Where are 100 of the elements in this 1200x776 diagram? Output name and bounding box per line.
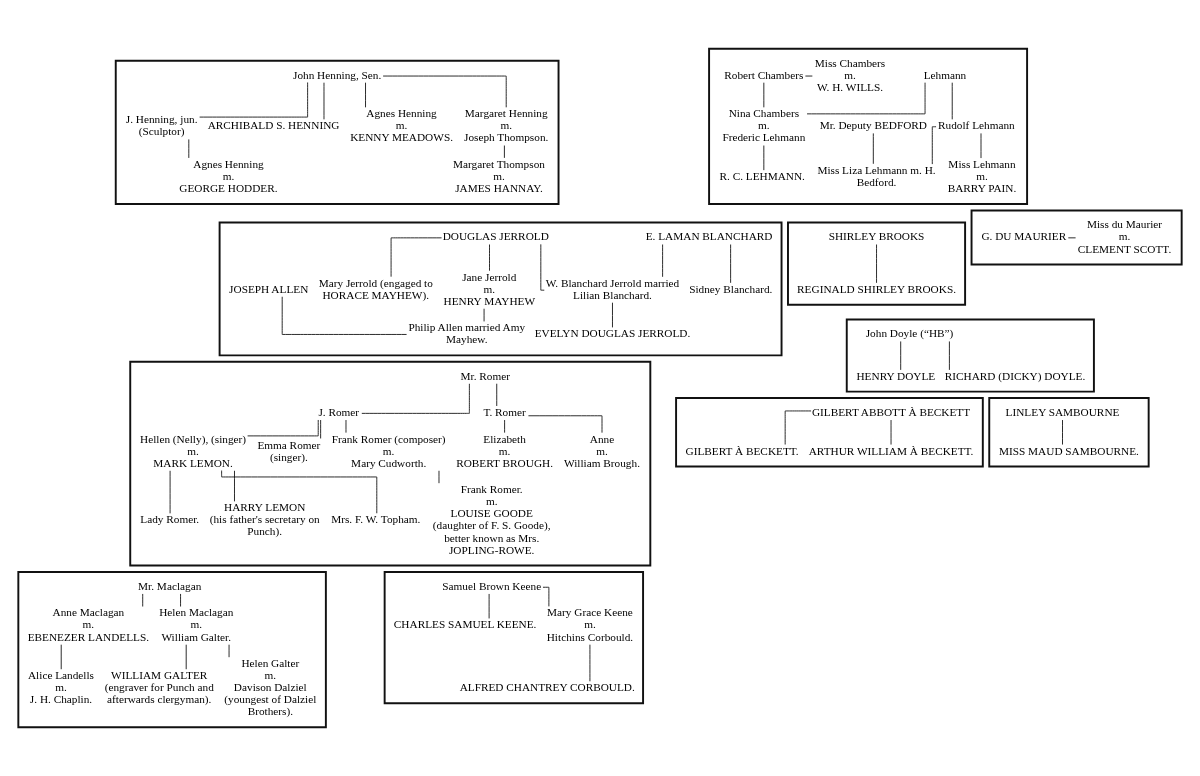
node-text: HARRY LEMON (his father's secretary on Punch).	[209, 501, 320, 538]
node-text: ALFRED CHANTREY CORBOULD.	[459, 681, 635, 694]
connector	[503, 145, 505, 159]
connector	[180, 593, 181, 607]
connector	[730, 244, 732, 284]
node-text: Hellen (Nelly), (singer) m. MARK LEMON.	[140, 432, 247, 469]
node-text: REGINALD SHIRLEY BROOKS.	[797, 282, 956, 295]
node-text: ARTHUR WILLIAM À BECKETT.	[808, 444, 974, 457]
node-text: J. Henning, jun. (Sculptor)	[125, 113, 198, 138]
connector	[784, 410, 812, 445]
connector	[876, 244, 877, 284]
node-text: RICHARD (DICKY) DOYLE.	[944, 369, 1086, 382]
node-text: Agnes Henning m. GEORGE HODDER.	[179, 157, 278, 195]
cluster	[970, 209, 1183, 266]
connector	[931, 126, 937, 165]
connector	[612, 302, 613, 328]
node-text: Frank Romer (composer) m. Mary Cudworth.	[331, 432, 446, 469]
connector	[221, 470, 378, 514]
node-text: J. Romer	[318, 405, 360, 418]
node-text: JOSEPH ALLEN	[229, 282, 309, 295]
node-text: Mr. Maclagan	[138, 579, 202, 592]
cluster	[708, 47, 1029, 205]
connector	[199, 82, 309, 118]
cluster	[988, 397, 1150, 468]
connector	[60, 644, 62, 670]
node-text: Mrs. F. W. Topham.	[331, 513, 421, 526]
connector	[142, 593, 144, 607]
node-text: MISS MAUD SAMBOURNE.	[999, 444, 1139, 457]
node-text: Nina Chambers m. Frederic Lehmann	[722, 107, 806, 144]
node-text: Agnes Henning m. KENNY MEADOWS.	[350, 107, 453, 144]
cluster	[129, 360, 652, 567]
node-text: Lady Romer.	[140, 513, 200, 526]
connector	[365, 82, 366, 108]
node-text: W. Blanchard Jerrold married Lilian Blanchard.	[545, 276, 680, 301]
node-text: Miss Liza Lehmann m. H. Bedford.	[817, 164, 936, 189]
connector	[951, 82, 953, 120]
node-text: Miss Lehmann m. BARRY PAIN.	[947, 157, 1017, 195]
node-text: Miss Chambers m. W. H. WILLS.	[814, 56, 886, 93]
connector	[662, 244, 664, 278]
node-text: E. LAMAN BLANCHARD	[645, 230, 773, 243]
node-text: Helen Galter m. Davison Dalziel (youngest of Dalziel Brothers).	[224, 657, 317, 718]
node-text: T. Romer	[483, 405, 526, 418]
node-text: Helen Maclagan m. William Galter.	[159, 606, 234, 643]
cluster	[675, 397, 984, 468]
node-text: John Doyle (“HB”)	[865, 327, 954, 340]
connector	[504, 419, 506, 434]
node-text: Anne Maclagan m. EBENEZER LANDELLS.	[27, 606, 150, 643]
cluster	[845, 318, 1095, 393]
node-text: Margaret Henning m. Joseph Thompson.	[464, 107, 549, 144]
node-text: John Henning, Sen.	[293, 68, 382, 81]
connector	[528, 415, 603, 434]
connector	[948, 341, 950, 371]
connector	[234, 470, 235, 502]
connector	[281, 296, 408, 335]
node-text: ARCHIBALD S. HENNING	[207, 119, 340, 132]
cluster	[787, 221, 967, 306]
cluster	[218, 221, 783, 357]
node-text: R. C. LEHMANN.	[719, 170, 805, 183]
connector	[247, 419, 319, 437]
node-text: Robert Chambers	[724, 68, 804, 81]
connector	[496, 383, 498, 407]
node-text: SHIRLEY BROOKS	[828, 230, 925, 243]
node-text: Lehmann	[923, 68, 967, 81]
node-text: Mr. Romer	[460, 369, 510, 382]
node-text: Mary Jerrold (engaged to HORACE MAYHEW).	[318, 276, 433, 301]
node-text: Rudolf Lehmann	[938, 119, 1015, 132]
node-text: WILLIAM GALTER (engraver for Punch and afterwards clergyman).	[104, 669, 214, 706]
connector	[489, 244, 490, 272]
node-text: Miss du Maurier m. CLEMENT SCOTT.	[1077, 218, 1172, 255]
node-text: HENRY DOYLE	[856, 369, 936, 382]
node-text: Mr. Deputy BEDFORD	[819, 119, 927, 132]
cluster	[114, 59, 560, 205]
node-text: Frank Romer. m. LOUISE GOODE (daughter of F. S. Goode), better known as Mrs. JOPLING-ROWE.	[432, 483, 551, 556]
node-text: LINLEY SAMBOURNE	[1005, 405, 1120, 418]
node-text: Elizabeth m. ROBERT BROUGH.	[456, 432, 553, 469]
node-text: Emma Romer (singer).	[257, 438, 321, 463]
node-text: CHARLES SAMUEL KEENE.	[393, 618, 537, 631]
node-text: GILBERT À BECKETT.	[685, 444, 799, 457]
node-text: Alice Landells m. J. H. Chaplin.	[27, 669, 95, 706]
connector	[806, 82, 926, 115]
node-text: GILBERT ABBOTT À BECKETT	[811, 405, 971, 418]
node-text: G. DU MAURIER	[981, 230, 1067, 243]
connector	[361, 383, 470, 414]
cluster	[17, 571, 327, 729]
node-text: Jane Jerrold m. HENRY MAYHEW	[443, 270, 536, 307]
connector	[542, 586, 550, 607]
node-text: EVELYN DOUGLAS JERROLD.	[534, 327, 691, 340]
node-text: Margaret Thompson m. JAMES HANNAY.	[453, 157, 545, 195]
connector	[872, 132, 874, 165]
node-text: Philip Allen married Amy Mayhew.	[408, 321, 526, 346]
node-text: Mary Grace Keene m. Hitchins Corbould.	[546, 606, 634, 643]
node-text: Anne m. William Brough.	[564, 432, 640, 469]
connector	[320, 419, 322, 439]
node-text: DOUGLAS JERROLD	[442, 230, 549, 243]
connector	[382, 75, 507, 108]
node-text: Samuel Brown Keene	[442, 579, 542, 592]
cluster	[383, 571, 645, 705]
connector	[1062, 419, 1063, 445]
connector	[900, 341, 902, 371]
node-text: Sidney Blanchard.	[689, 282, 773, 295]
